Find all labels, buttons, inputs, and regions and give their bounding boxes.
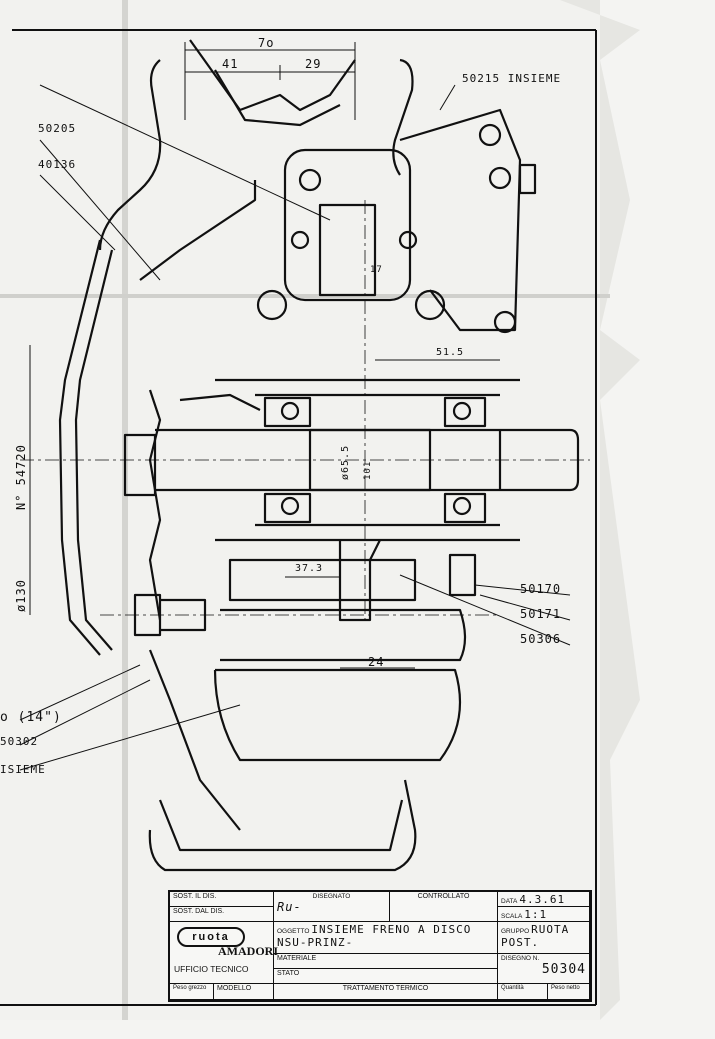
quantita-label: Quantità [498, 984, 548, 1000]
dimension-piston-diameter: ø65.5 [340, 444, 351, 480]
dimension-offset: 51.5 [436, 347, 465, 358]
materiale-label: MATERIALE [274, 954, 498, 969]
company-logo: ruota [177, 927, 245, 947]
label-50306: 50306 [520, 632, 562, 646]
label-wheel-size: o (14") [0, 710, 62, 725]
label-50171: 50171 [520, 607, 562, 621]
peso-grezzo-label: Peso grezzo [170, 984, 214, 1000]
scala-label: SCALA [501, 913, 523, 920]
scala-value: 1:1 [524, 908, 548, 921]
controllato-label: CONTROLLATO [390, 892, 498, 922]
scala-cell: SCALA 1:1 [498, 907, 590, 922]
label-50215-insieme: 50215 INSIEME [462, 72, 562, 85]
sost-dal-dis-label: SOST. DAL DIS. [170, 907, 274, 922]
label-50170: 50170 [520, 582, 562, 596]
logo-cell: ruota AMADORI UFFICIO TECNICO [170, 922, 278, 984]
dimension-pad: 24 [368, 655, 385, 669]
gruppo-value-2: POST. [501, 936, 540, 949]
dimension-shaft: 101 [363, 460, 373, 480]
disegno-value: 50304 [541, 962, 586, 977]
disegnato-label: DISEGNATO [312, 893, 351, 900]
dimension-gap: 17 [370, 265, 383, 275]
company-name: AMADORI [218, 944, 278, 958]
peso-netto-label: Peso netto [548, 984, 590, 1000]
title-block: SOST. IL DIS. SOST. DAL DIS. ruota AMADO… [168, 890, 592, 1002]
label-40136: 40136 [38, 158, 77, 171]
gruppo-cell: GRUPPO RUOTA POST. [498, 922, 590, 954]
disc-part-number: N° 54720 [14, 444, 28, 510]
dimension-disc-diameter: ø130 [14, 579, 28, 612]
modello-label: MODELLO [214, 984, 274, 1000]
label-50205: 50205 [38, 122, 77, 135]
disegnato-cell: DISEGNATO Ru- [274, 892, 390, 922]
dimension-right: 29 [305, 57, 322, 71]
data-label: DATA [501, 898, 518, 905]
disegnato-signature: Ru- [277, 900, 302, 914]
oggetto-value-2: NSU-PRINZ- [277, 936, 354, 949]
label-insieme-left: ISIEME [0, 763, 46, 776]
dimension-left: 41 [222, 57, 239, 71]
data-cell: DATA 4.3.61 [498, 892, 590, 907]
disegno-cell: DISEGNO N. 50304 [498, 954, 590, 984]
sost-il-dis-label: SOST. IL DIS. [170, 892, 274, 907]
gruppo-label: GRUPPO [501, 928, 530, 935]
stato-label: STATO [274, 969, 498, 984]
department: UFFICIO TECNICO [174, 964, 249, 974]
trattamento-label: TRATTAMENTO TERMICO [274, 984, 498, 1000]
label-50302: 50302 [0, 735, 39, 748]
gruppo-value-1: RUOTA [531, 923, 570, 936]
oggetto-cell: OGGETTO INSIEME FRENO A DISCO NSU-PRINZ- [274, 922, 498, 954]
dimension-overall-width: 7o [258, 36, 275, 50]
oggetto-value-1: INSIEME FRENO A DISCO [311, 923, 472, 936]
data-value: 4.3.61 [519, 893, 566, 906]
oggetto-label: OGGETTO [277, 928, 310, 935]
disegno-label: DISEGNO N. [501, 955, 540, 962]
dimension-caliper-offset: 37.3 [295, 563, 324, 574]
